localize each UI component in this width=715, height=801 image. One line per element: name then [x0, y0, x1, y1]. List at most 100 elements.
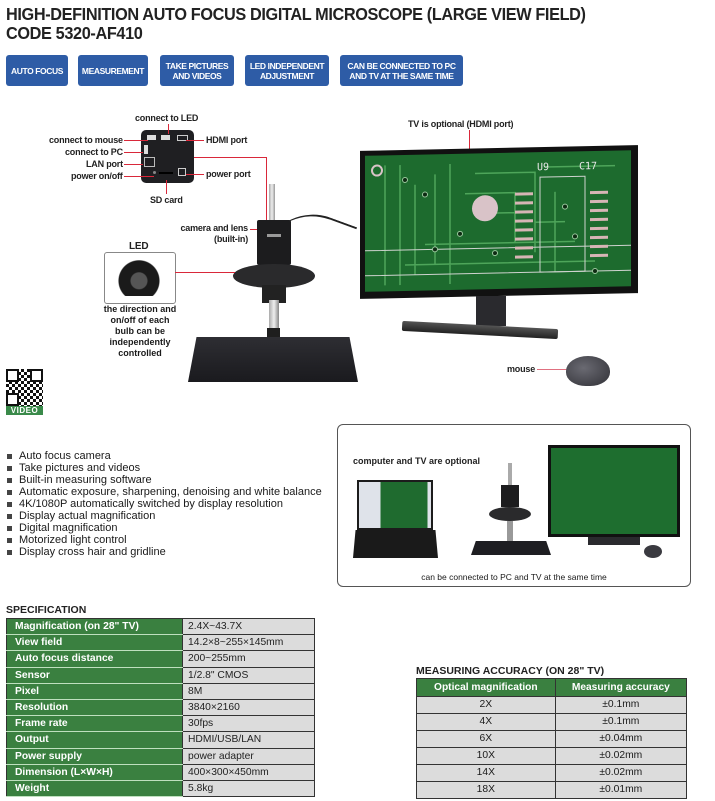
- accuracy-row: 2X±0.1mm: [416, 696, 688, 714]
- spec-value: 5.8kg: [182, 779, 315, 798]
- usb-port-icon: [147, 135, 156, 140]
- badge-text: MEASUREMENT: [81, 65, 145, 76]
- title-line-2: CODE 5320-AF410: [6, 23, 143, 43]
- spec-key: View field: [6, 634, 183, 652]
- callout-lan-port: LAN port: [86, 159, 123, 169]
- callout-line: [124, 140, 148, 141]
- badge-text: TAKE PICTURES: [165, 60, 229, 71]
- qr-finder: [6, 393, 19, 406]
- callout-power-port: power port: [206, 169, 251, 179]
- spec-value: 400×300×450mm: [182, 763, 315, 781]
- led-desc-line: on/off of each: [110, 315, 170, 325]
- qr-code: [6, 369, 43, 406]
- accuracy-header-accuracy: Measuring accuracy: [554, 678, 688, 697]
- callout-line: [469, 130, 470, 152]
- callout-line: [186, 174, 204, 175]
- feature-item: Auto focus camera: [6, 450, 322, 462]
- spec-key: Output: [6, 731, 183, 749]
- feature-item: Display actual magnification: [6, 510, 322, 522]
- led-desc-line: the direction and: [103, 304, 177, 314]
- spec-row: Magnification (on 28" TV)2.4X~43.7X: [6, 617, 315, 636]
- led-title: LED: [129, 241, 149, 252]
- accuracy-row: 4X±0.1mm: [416, 713, 688, 731]
- accuracy-value: ±0.02mm: [554, 747, 688, 765]
- spec-value: HDMI/USB/LAN: [182, 731, 315, 749]
- accuracy-magnification: 2X: [416, 696, 556, 714]
- spec-value: 200~255mm: [182, 650, 315, 668]
- mouse-image: [566, 356, 610, 386]
- spec-row: Dimension (L×W×H)400×300×450mm: [6, 763, 315, 781]
- badge-text: CAN BE CONNECTED TO PC: [347, 60, 456, 71]
- feature-item: Take pictures and videos: [6, 462, 322, 474]
- spec-key: Frame rate: [6, 715, 183, 733]
- accuracy-row: 6X±0.04mm: [416, 730, 688, 748]
- callout-line: [186, 140, 204, 141]
- microscope-pillar: [269, 184, 275, 220]
- lan-port-icon: [144, 157, 155, 167]
- led-ring: [233, 264, 315, 288]
- accuracy-title: MEASURING ACCURACY (ON 28" TV): [416, 665, 605, 677]
- callout-sd-card: SD card: [150, 195, 183, 205]
- led-inset-photo: [104, 252, 176, 304]
- callout-text: camera and lens: [180, 223, 248, 233]
- qr-video-label: VIDEO: [6, 406, 43, 415]
- feature-item: Motorized light control: [6, 534, 322, 546]
- badge-measurement: MEASUREMENT: [78, 55, 148, 86]
- callout-line: [266, 157, 267, 225]
- spec-value: 14.2×8~255×145mm: [182, 634, 315, 652]
- tv-stand-neck: [476, 296, 506, 326]
- accuracy-row: 18X±0.01mm: [416, 781, 688, 799]
- led-desc-line: bulb can be: [114, 326, 165, 336]
- camera-back-panel: [141, 130, 194, 183]
- stand-base: [188, 337, 358, 382]
- accuracy-value: ±0.01mm: [554, 781, 688, 799]
- led-bulb-ring-icon: [117, 258, 161, 296]
- small-monitor-stand: [588, 537, 640, 545]
- badge-text: AUTO FOCUS: [10, 65, 64, 76]
- power-port-icon: [178, 168, 186, 176]
- hdmi-port-icon: [177, 135, 188, 141]
- power-switch-icon: [153, 171, 156, 174]
- spec-key: Sensor: [6, 666, 183, 684]
- camera-body: [257, 220, 291, 265]
- feature-item: Digital magnification: [6, 522, 322, 534]
- small-monitor-image: [548, 445, 680, 537]
- callout-connect-pc: connect to PC: [65, 147, 123, 157]
- small-microscope-image: [463, 463, 558, 563]
- spec-value: 30fps: [182, 715, 315, 733]
- feature-item: Automatic exposure, sharpening, denoisin…: [6, 486, 322, 498]
- qr-finder: [6, 369, 19, 382]
- callout-line: [194, 157, 266, 158]
- qr-finder: [30, 369, 43, 382]
- callout-text: (built-in): [214, 234, 248, 244]
- lens-mount: [262, 285, 286, 303]
- accuracy-magnification: 4X: [416, 713, 556, 731]
- spec-value: 3840×2160: [182, 698, 315, 717]
- accuracy-magnification: 14X: [416, 764, 556, 782]
- features-list: Auto focus camera Take pictures and vide…: [6, 450, 322, 558]
- usb-port-icon: [144, 145, 148, 154]
- usb-port-icon: [161, 135, 170, 140]
- feature-item: 4K/1080P automatically switched by displ…: [6, 498, 322, 510]
- stand-column: [269, 300, 279, 330]
- spec-key: Magnification (on 28" TV): [6, 617, 183, 636]
- callout-power-onoff: power on/off: [71, 171, 123, 181]
- led-description: the direction and on/off of each bulb ca…: [100, 304, 180, 359]
- callout-line: [537, 369, 577, 370]
- accuracy-value: ±0.1mm: [554, 696, 688, 714]
- spec-key: Power supply: [6, 747, 183, 765]
- badge-text: LED INDEPENDENT: [249, 60, 325, 71]
- callout-mouse: mouse: [507, 364, 536, 374]
- led-desc-line: independently: [109, 337, 171, 347]
- accuracy-value: ±0.02mm: [554, 764, 688, 782]
- callout-connect-led: connect to LED: [135, 113, 199, 123]
- led-desc-line: controlled: [118, 348, 162, 358]
